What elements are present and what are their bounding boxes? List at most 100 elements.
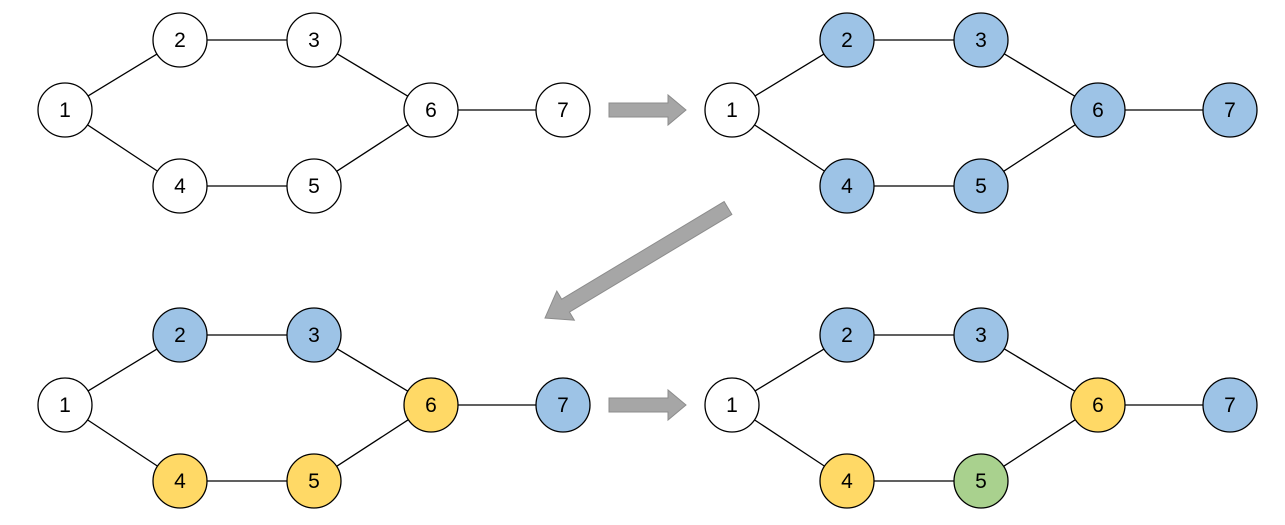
node-3: 3 [953,307,1009,363]
node-label: 2 [841,29,853,52]
edge-1-2 [754,53,825,97]
node-circle [535,82,591,138]
node-label: 4 [174,470,186,493]
node-circle [403,82,459,138]
node-4: 4 [152,158,208,214]
arrow-step-1-to-2 [608,93,687,127]
node-7: 7 [1202,82,1258,138]
edge-5-6 [336,124,409,172]
node-circle [286,158,342,214]
node-label: 1 [59,99,71,122]
node-circle [819,12,875,68]
edge-5-6 [336,419,409,467]
node-6: 6 [403,377,459,433]
edge-1-2 [754,348,825,392]
node-4: 4 [819,453,875,509]
node-5: 5 [286,453,342,509]
node-5: 5 [953,158,1009,214]
node-label: 4 [174,175,186,198]
node-label: 5 [975,175,987,198]
node-5: 5 [953,453,1009,509]
node-label: 5 [308,175,320,198]
node-circle [286,453,342,509]
node-3: 3 [953,12,1009,68]
node-7: 7 [535,82,591,138]
node-circle [953,158,1009,214]
node-label: 3 [975,29,987,52]
node-label: 2 [841,324,853,347]
node-circle [286,307,342,363]
node-5: 5 [286,158,342,214]
edge-3-6 [336,53,409,97]
node-label: 4 [841,175,853,198]
node-circle [1070,377,1126,433]
node-label: 1 [59,394,71,417]
node-1: 1 [704,82,760,138]
graph-step-1: 1 2 3 4 5 6 7 [37,12,591,214]
node-label: 5 [975,470,987,493]
node-4: 4 [152,453,208,509]
edge-1-2 [87,348,158,392]
node-circle [37,377,93,433]
node-label: 6 [1092,394,1104,417]
node-circle [953,307,1009,363]
node-circle [37,82,93,138]
node-label: 1 [726,99,738,122]
node-2: 2 [152,307,208,363]
node-2: 2 [152,12,208,68]
node-1: 1 [704,377,760,433]
graph-step-3: 1 2 3 4 5 6 7 [37,307,591,509]
arrow-step-3-to-4 [608,388,687,422]
node-circle [1202,377,1258,433]
node-3: 3 [286,307,342,363]
node-7: 7 [1202,377,1258,433]
node-6: 6 [403,82,459,138]
node-circle [152,158,208,214]
node-label: 7 [557,394,569,417]
node-circle [152,12,208,68]
edge-1-2 [87,53,158,97]
arrow-step-2-to-3 [544,200,733,321]
node-circle [819,453,875,509]
node-circle [953,12,1009,68]
edge-3-6 [1003,53,1076,97]
node-label: 6 [425,394,437,417]
node-1: 1 [37,82,93,138]
node-label: 3 [975,324,987,347]
node-circle [1202,82,1258,138]
node-label: 7 [1224,394,1236,417]
node-7: 7 [535,377,591,433]
node-label: 4 [841,470,853,493]
node-circle [152,453,208,509]
node-circle [535,377,591,433]
node-circle [286,12,342,68]
edge-1-4 [87,419,158,467]
node-circle [152,307,208,363]
node-label: 7 [1224,99,1236,122]
node-circle [1070,82,1126,138]
node-label: 2 [174,324,186,347]
node-circle [953,453,1009,509]
node-circle [403,377,459,433]
edge-5-6 [1003,124,1076,172]
edge-5-6 [1003,419,1076,467]
node-label: 6 [1092,99,1104,122]
graph-step-4: 1 2 3 4 5 6 7 [704,307,1258,509]
node-2: 2 [819,307,875,363]
edge-3-6 [336,348,409,392]
node-label: 5 [308,470,320,493]
node-circle [704,82,760,138]
node-circle [704,377,760,433]
edge-1-4 [87,124,158,172]
node-label: 3 [308,29,320,52]
node-label: 2 [174,29,186,52]
edge-3-6 [1003,348,1076,392]
node-label: 3 [308,324,320,347]
node-circle [819,307,875,363]
node-4: 4 [819,158,875,214]
node-circle [819,158,875,214]
node-6: 6 [1070,82,1126,138]
node-label: 1 [726,394,738,417]
node-1: 1 [37,377,93,433]
